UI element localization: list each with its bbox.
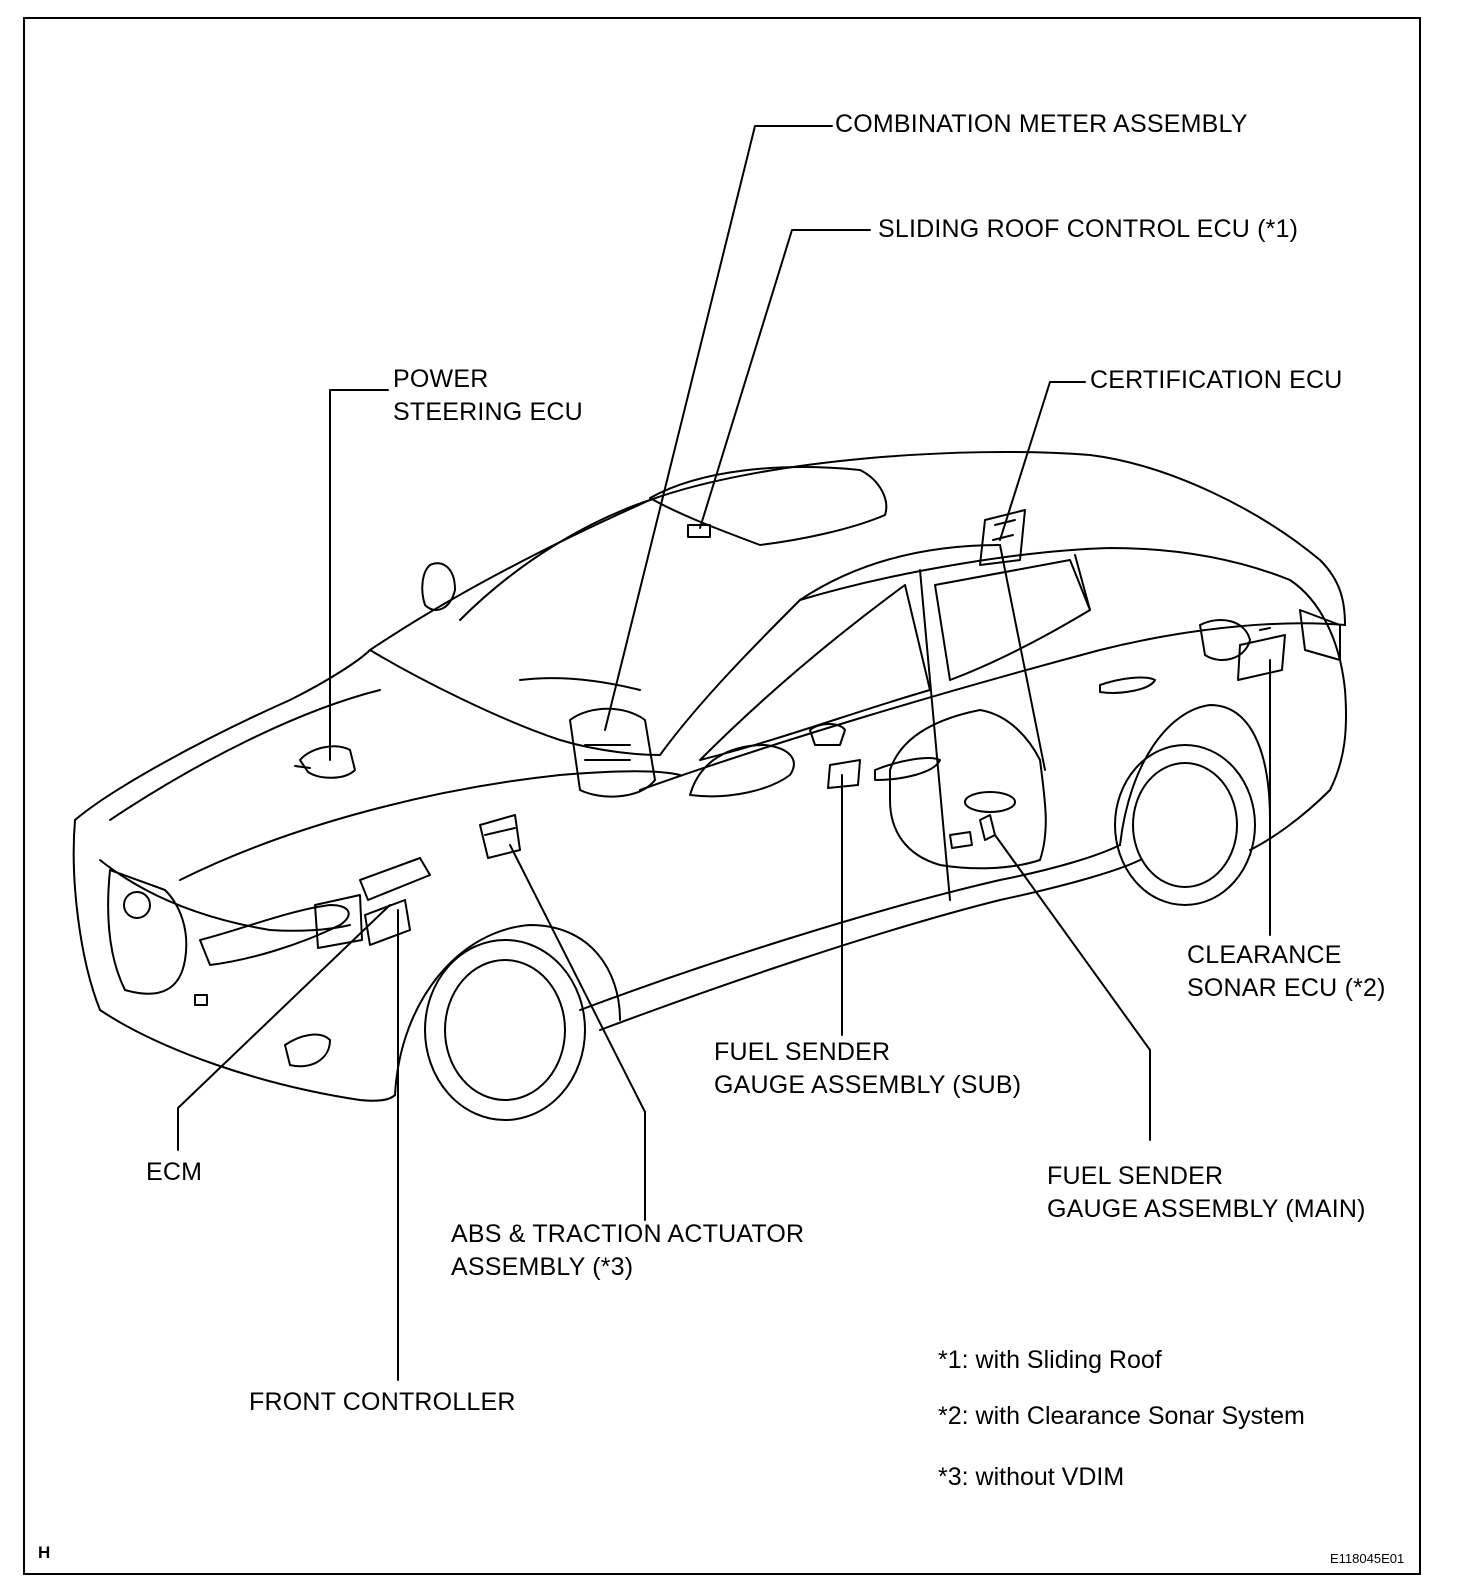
label-abs-actuator-line2: ASSEMBLY (*3) <box>451 1253 634 1281</box>
footnote-2: *2: with Clearance Sonar System <box>938 1402 1305 1430</box>
leader-lines <box>177 125 1271 1381</box>
label-sliding-roof-control-ecu: SLIDING ROOF CONTROL ECU (*1) <box>878 215 1299 243</box>
label-fuel-sender-sub-line1: FUEL SENDER <box>714 1038 891 1066</box>
car-outline <box>72 451 1348 1121</box>
label-certification-ecu: CERTIFICATION ECU <box>1090 366 1343 394</box>
component-parts <box>294 509 1286 949</box>
label-front-controller: FRONT CONTROLLER <box>249 1388 516 1416</box>
label-power-steering-ecu-line2: STEERING ECU <box>393 398 583 426</box>
label-clearance-sonar-ecu-line2: SONAR ECU (*2) <box>1187 974 1386 1002</box>
label-ecm: ECM <box>146 1158 203 1186</box>
corner-letter: H <box>38 1543 51 1562</box>
footnote-3: *3: without VDIM <box>938 1463 1125 1491</box>
label-power-steering-ecu-line1: POWER <box>393 365 489 393</box>
label-fuel-sender-main-line1: FUEL SENDER <box>1047 1162 1224 1190</box>
label-abs-actuator-line1: ABS & TRACTION ACTUATOR <box>451 1220 805 1248</box>
footnote-1: *1: with Sliding Roof <box>938 1346 1162 1374</box>
label-clearance-sonar-ecu-line1: CLEARANCE <box>1187 941 1342 969</box>
label-combination-meter: COMBINATION METER ASSEMBLY <box>835 110 1248 138</box>
figure-code: E118045E01 <box>1330 1551 1405 1566</box>
label-fuel-sender-main-line2: GAUGE ASSEMBLY (MAIN) <box>1047 1195 1366 1223</box>
label-fuel-sender-sub-line2: GAUGE ASSEMBLY (SUB) <box>714 1071 1022 1099</box>
diagram-frame <box>23 17 1421 1575</box>
